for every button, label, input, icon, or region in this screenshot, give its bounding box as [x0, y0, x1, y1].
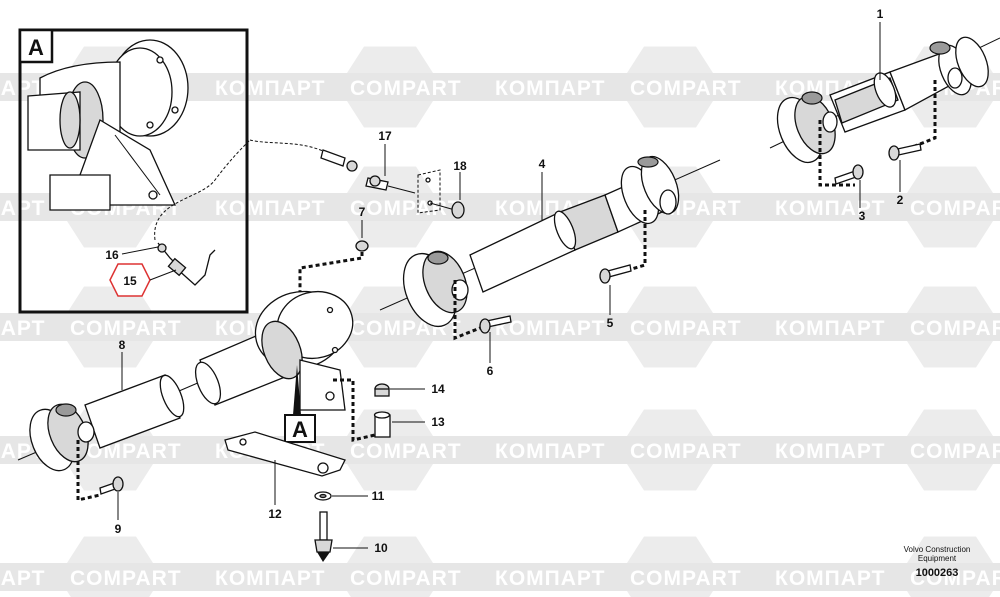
watermark-text-ru: КОМПАРТ — [775, 440, 885, 463]
callout-2: 2 — [897, 193, 904, 207]
watermark-band — [0, 313, 205, 341]
callout-14: 14 — [431, 382, 445, 396]
watermark-band — [765, 436, 1000, 464]
watermark-band — [0, 563, 205, 591]
grease-fittings — [320, 149, 465, 219]
watermark-text-ru: КОМПАРТ — [0, 197, 45, 220]
callout-9: 9 — [115, 522, 122, 536]
watermark-text-en: COMPART — [630, 77, 742, 100]
watermark-text-ru: КОМПАРТ — [495, 317, 605, 340]
watermark-text-en: COMPART — [910, 440, 1000, 463]
callout-7: 7 — [359, 205, 366, 219]
grease-line — [249, 139, 326, 153]
watermark-text-en: COMPART — [70, 567, 182, 590]
watermark-text-en: COMPART — [350, 197, 462, 220]
watermark-text-ru: КОМПАРТ — [775, 197, 885, 220]
callout-5: 5 — [607, 316, 614, 330]
detail-pointer-label: A — [292, 417, 308, 442]
watermark-text-en: COMPART — [630, 317, 742, 340]
watermark-band — [205, 73, 485, 101]
callout-4: 4 — [539, 157, 546, 171]
watermark-text-ru: КОМПАРТ — [215, 77, 325, 100]
callout-15: 15 — [123, 274, 137, 288]
watermark-text-ru: КОМПАРТ — [0, 567, 45, 590]
watermark-band — [765, 193, 1000, 221]
watermark-band — [205, 193, 485, 221]
watermark-text-en: COMPART — [350, 567, 462, 590]
company-line-1: Volvo Construction — [904, 545, 971, 554]
watermark-text-ru: КОМПАРТ — [0, 77, 45, 100]
callout-13: 13 — [431, 415, 445, 429]
watermark-band — [485, 313, 765, 341]
watermark-text-en: COMPART — [910, 317, 1000, 340]
callout-17: 17 — [378, 129, 392, 143]
watermark-text-en: COMPART — [350, 77, 462, 100]
watermark-text-en: COMPART — [70, 317, 182, 340]
watermark-text-en: COMPART — [910, 197, 1000, 220]
callout-3: 3 — [859, 209, 866, 223]
watermark-text-ru: КОМПАРТ — [775, 567, 885, 590]
watermark-text-ru: КОМПАРТ — [215, 197, 325, 220]
callout-10: 10 — [374, 541, 388, 555]
watermark-text-ru: КОМПАРТ — [495, 77, 605, 100]
propeller-shaft-8: A — [17, 290, 376, 502]
callout-labels: 1 2 3 4 5 6 7 8 9 10 11 12 13 14 15 16 1… — [105, 7, 903, 555]
drawing-number: 1000263 — [916, 567, 959, 579]
watermark-band — [485, 436, 765, 464]
callout-11: 11 — [372, 489, 385, 503]
detail-view-a: A — [18, 28, 251, 314]
watermark-layer: КОМПАРТ COMPART КОМПАРТ COMPART КОМПАРТ COMPA… — [0, 46, 1000, 597]
callout-1: 1 — [877, 7, 884, 21]
propeller-shaft-4 — [298, 155, 721, 341]
callout-12: 12 — [268, 507, 282, 521]
watermark-text-ru: КОМПАРТ — [495, 440, 605, 463]
watermark-band — [765, 313, 1000, 341]
callout-leaders — [117, 22, 901, 549]
callout-18: 18 — [453, 159, 467, 173]
watermark-band — [765, 563, 1000, 591]
watermark-text-ru: КОМПАРТ — [495, 567, 605, 590]
propeller-shaft-1 — [769, 36, 1000, 187]
watermark-text-en: COMPART — [630, 440, 742, 463]
mounting-hardware — [224, 383, 391, 562]
watermark-text-ru: КОМПАРТ — [215, 567, 325, 590]
watermark-text-en: COMPART — [350, 440, 462, 463]
watermark-band — [485, 563, 765, 591]
watermark-band — [205, 563, 485, 591]
watermark-band — [485, 73, 765, 101]
callout-8: 8 — [119, 338, 126, 352]
watermark-text-ru: КОМПАРТ — [775, 317, 885, 340]
watermark-text-en: COMPART — [910, 567, 1000, 590]
detail-label: A — [28, 35, 44, 60]
title-block: Volvo Construction Equipment 1000263 — [904, 545, 971, 579]
callout-16: 16 — [105, 248, 119, 262]
callout-6: 6 — [487, 364, 494, 378]
company-line-2: Equipment — [918, 554, 957, 563]
watermark-text-en: COMPART — [70, 440, 182, 463]
watermark-text-ru: КОМПАРТ — [0, 317, 45, 340]
watermark-text-en: COMPART — [630, 567, 742, 590]
